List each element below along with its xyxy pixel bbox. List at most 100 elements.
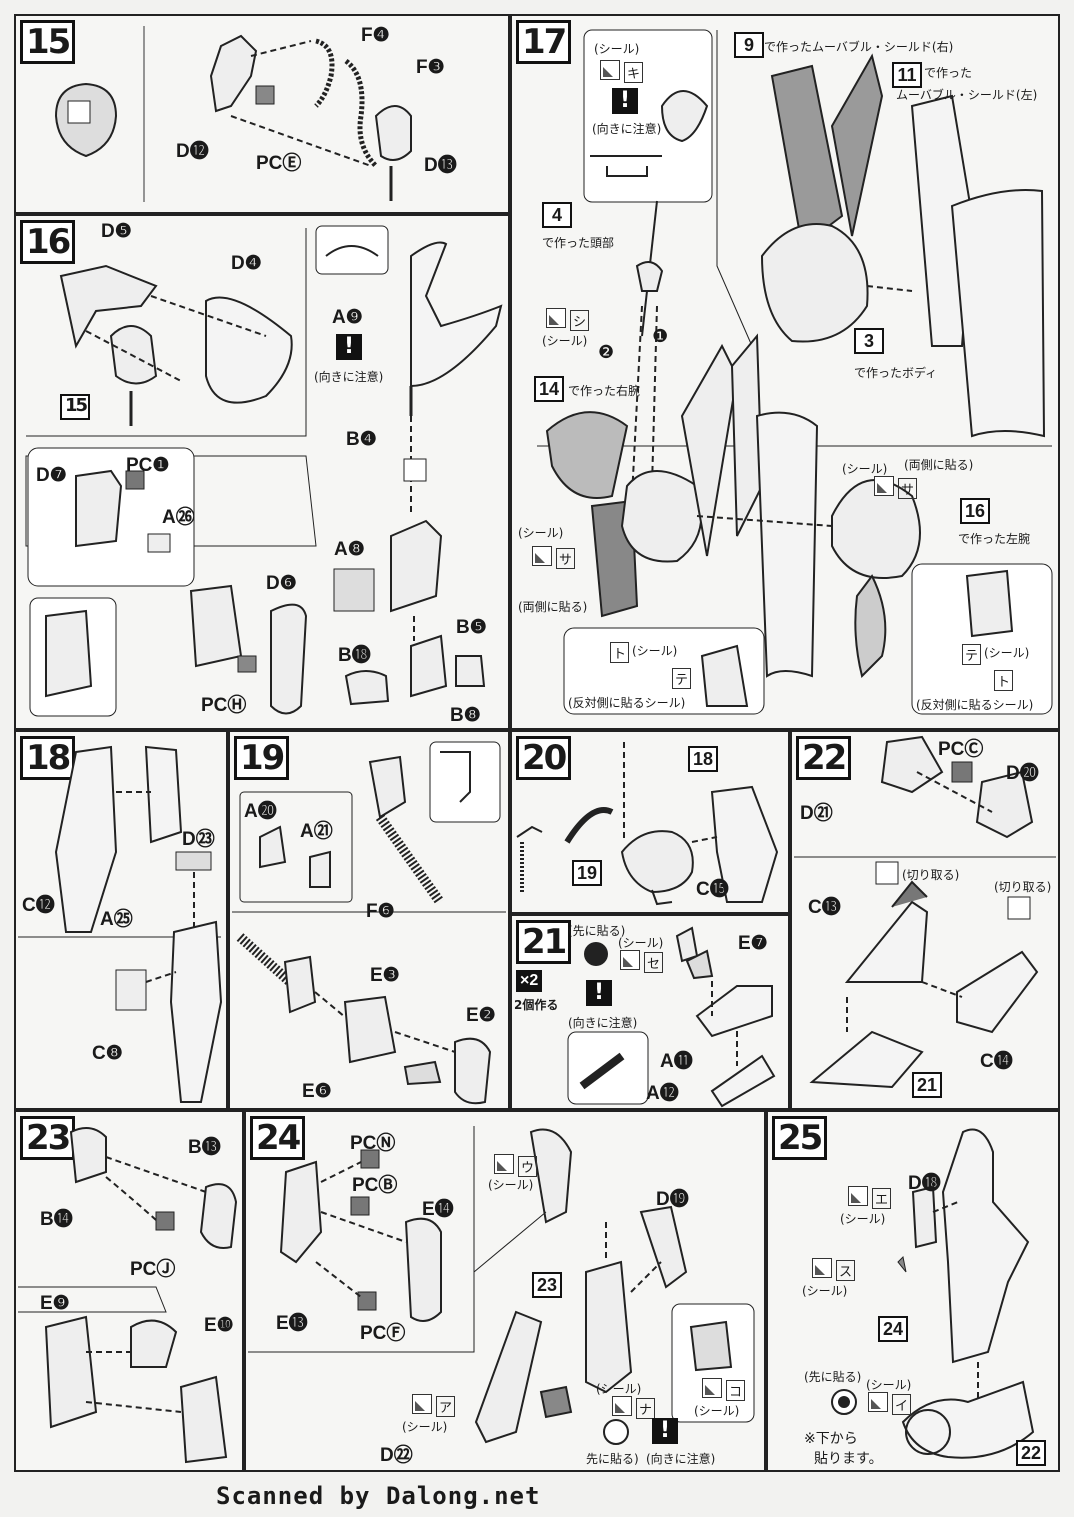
cut-text: (切り取る) [994,880,1052,894]
sticker-label: (シール) [518,526,564,540]
step-15-number: 15 [20,20,76,64]
sticker-code: サ [556,548,576,569]
step-21-number: 21 [516,920,572,964]
ref-text: で作ったムーバブル・シールド(右) [764,40,954,54]
scan-credit: Scanned by Dalong.net [216,1482,541,1510]
part-label: D⓬ [176,141,209,162]
sticker-label: (シール) [596,1382,642,1396]
step-22-diagram [794,735,1056,1089]
part-label: A❽ [334,539,365,560]
part-label: PCⒷ [352,1175,398,1196]
step-19-panel: 19 A⓴ A㉑ F❻ E❸ E❷ E❻ [228,730,510,1110]
multiplier-badge: ×2 [516,970,543,992]
ref-step-21: 21 [912,1072,942,1098]
step-16-diagram [25,225,503,717]
caution-text: (向きに注意) [568,1016,638,1030]
step-25-panel: 25 D⓲ エ (シール) ス (シール) 24 (先に貼る) (シール) イ … [766,1110,1060,1472]
step-24-panel: 24 PCⓃ PCⒷ E⓮ E⓭ PCⒻ D⓳ [244,1110,766,1472]
caution-text: (向きに注意) [592,122,662,136]
ref-text: で作った [924,66,973,80]
step-25-diagram [831,1128,1035,1459]
caution-icon: ! [612,88,638,114]
step-19-diagram [232,741,506,1105]
part-label: F❹ [361,25,390,46]
part-label: D❺ [101,221,132,242]
step-23-diagram [18,1127,238,1464]
ref-step-14: 14 [534,376,564,402]
step-17-number: 17 [516,20,572,64]
part-label: E❼ [738,933,768,954]
caution-icon: ! [336,334,362,360]
part-label: D❻ [266,573,297,594]
part-label: A㉕ [100,909,133,930]
step-19-number: 19 [234,736,290,780]
ref-step-4: 4 [542,202,572,228]
sticker-code: コ [726,1380,746,1401]
step-24-diagram [248,1126,755,1445]
opposite-text: (反対側に貼るシール) [916,698,1034,712]
step-25-number: 25 [772,1116,828,1160]
part-label: E❿ [204,1315,234,1336]
part-label: C❽ [92,1043,123,1064]
step-22-number: 22 [796,736,852,780]
part-label: D⓴ [1006,763,1039,784]
sticker-code: ナ [636,1398,656,1419]
ref-step-15: 15 [60,394,90,420]
sticker-code: テ [962,644,982,665]
sticker-label: (シール) [632,644,678,658]
cut-text: (切り取る) [902,868,960,882]
sticker-icon [412,1394,432,1414]
part-label: B❹ [346,429,377,450]
part-label: D❼ [36,465,67,486]
caution-text: (向きに注意) [646,1452,716,1466]
part-label: PCⓃ [350,1133,396,1154]
part-label: E❸ [370,965,400,986]
sticker-icon [620,950,640,970]
first-apply-text: (先に貼る) [568,924,626,938]
sticker-label: (シール) [866,1378,912,1392]
opposite-text: (反対側に貼るシール) [568,696,686,710]
part-label: F❻ [366,901,395,922]
ref-step-22: 22 [1016,1440,1046,1466]
sticker-icon [868,1392,888,1412]
part-label: B⓮ [40,1209,73,1230]
step-24-number: 24 [250,1116,306,1160]
part-label: A⓫ [660,1051,693,1072]
step-18-panel: 18 D㉓ C⓬ A㉕ C❽ [14,730,228,1110]
sticker-label: (シール) [984,646,1030,660]
ref-step-18: 18 [688,746,718,772]
part-label: A㉖ [162,507,195,528]
ref-text: で作った左腕 [958,532,1031,546]
sticker-code: イ [892,1394,912,1415]
step-22-panel: 22 PCⒸ D⓴ D㉑ (切り取る) (切り取る) C⓭ C⓮ 21 [790,730,1060,1110]
ref-text: で作った右腕 [568,384,641,398]
ref-step-9: 9 [734,32,764,58]
part-label: PCⒸ [938,739,984,760]
step-15-panel: 15 F❹ F❸ D⓬ PCⒺ D⓭ [14,14,510,214]
sticker-label: (シール) [840,1212,886,1226]
part-label: PCⒻ [360,1323,406,1344]
step-15-diagram [54,26,412,202]
sticker-icon [494,1154,514,1174]
ref-step-16: 16 [960,498,990,524]
sticker-label: (シール) [694,1404,740,1418]
sticker-icon [612,1396,632,1416]
part-label: E⓭ [276,1313,308,1334]
ref-step-24: 24 [878,1316,908,1342]
sticker-code: ウ [518,1156,538,1177]
part-label: PCⒺ [256,153,302,174]
part-label: D⓲ [908,1173,941,1194]
ref-step-23: 23 [532,1272,562,1298]
ref-text: ムーバブル・シールド(左) [896,88,1038,102]
part-label: D⓳ [656,1189,689,1210]
ref-text: で作ったボディ [854,366,938,380]
part-label: D㉒ [380,1445,413,1466]
sticker-code: ア [436,1396,456,1417]
step-20-diagram [516,742,779,906]
ref-step-19: 19 [572,860,602,886]
sticker-code: ト [610,642,630,663]
part-label: C⓯ [696,879,729,900]
part-label: A⓬ [646,1083,679,1104]
step-17-diagram [537,29,1053,715]
step-21-diagram [567,926,776,1108]
